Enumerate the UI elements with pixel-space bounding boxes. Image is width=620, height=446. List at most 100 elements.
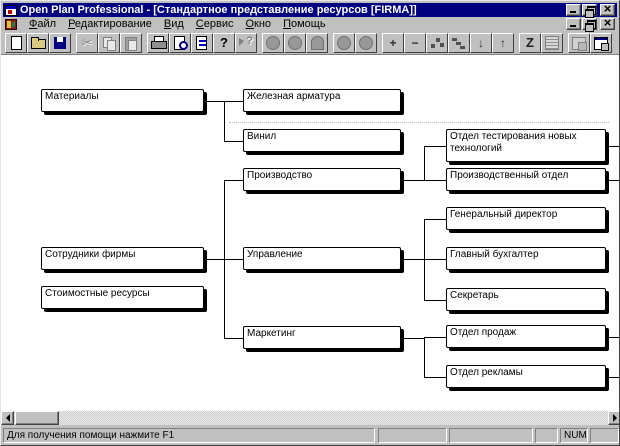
resource-node-production[interactable]: Производство <box>243 168 401 191</box>
connector-line <box>224 101 243 102</box>
resource-node-management[interactable]: Управление <box>243 247 401 270</box>
expand-icon: + <box>389 35 397 50</box>
resource-node-materials[interactable]: Материалы <box>41 89 204 112</box>
child-minimize-button[interactable] <box>566 18 581 30</box>
resource-node-marketing[interactable]: Маркетинг <box>243 326 401 349</box>
connector-trunk <box>424 146 425 181</box>
resource-node-accountant[interactable]: Главный бухгалтер <box>446 247 606 270</box>
toolbar-divider <box>1 54 619 56</box>
connector-line <box>424 337 446 338</box>
print-preview-button[interactable] <box>169 32 191 53</box>
scatter-icon <box>429 36 445 50</box>
zigzag-button[interactable]: Z <box>519 32 541 53</box>
steps-icon <box>451 36 467 50</box>
resource-node-director[interactable]: Генеральный директор <box>446 207 606 230</box>
menu-item-file[interactable]: Файл <box>29 17 57 30</box>
child-close-button[interactable] <box>600 16 615 30</box>
resource-node-iron[interactable]: Железная арматура <box>243 89 401 112</box>
app-icon[interactable] <box>5 4 17 16</box>
notes-button <box>541 32 563 53</box>
cascade-windows-icon <box>593 36 609 51</box>
resource-availability-button <box>284 32 306 53</box>
left-arrow-icon <box>5 414 10 422</box>
diagram-canvas[interactable] <box>1 56 619 411</box>
scrollbar-thumb[interactable] <box>15 411 59 425</box>
save-icon <box>52 36 68 50</box>
resource-node-sales[interactable]: Отдел продаж <box>446 325 606 348</box>
minimize-button[interactable] <box>566 4 581 16</box>
connector-line <box>204 259 225 260</box>
offpage-stub-line <box>609 377 619 378</box>
scatter-button[interactable] <box>426 32 448 53</box>
help-icon: ? <box>220 34 228 50</box>
resource-node-secretary[interactable]: Секретарь <box>446 288 606 311</box>
connector-line <box>424 146 446 147</box>
restore-button[interactable] <box>582 4 597 18</box>
context-help-button <box>235 32 257 53</box>
menu-item-window[interactable]: Окно <box>245 17 272 30</box>
menu-item-help[interactable]: Помощь <box>283 17 326 30</box>
resource-node-cost[interactable]: Стоимостные ресурсы <box>41 286 204 309</box>
status-panel-6 <box>590 428 619 443</box>
connector-line <box>424 259 446 260</box>
menu-item-view[interactable]: Вид <box>163 17 184 30</box>
move-down-icon: ↓ <box>478 35 484 50</box>
window-title: Open Plan Professional - [Стандартное пр… <box>20 4 417 16</box>
status-panel-4 <box>535 428 558 443</box>
resource-node-vinyl[interactable]: Винил <box>243 129 401 152</box>
connector-line <box>224 338 243 339</box>
child-restore-button[interactable] <box>582 18 597 32</box>
copy-icon <box>101 36 117 51</box>
steps-button[interactable] <box>448 32 470 53</box>
cascade-windows-button[interactable] <box>590 32 612 53</box>
resource-node-testing[interactable]: Отдел тестирования новых технологий <box>446 129 606 162</box>
toolbar: ✂?+−↓↑Z <box>3 31 617 54</box>
print-button[interactable] <box>147 32 169 53</box>
connector-trunk <box>424 337 425 378</box>
print-icon <box>150 35 167 50</box>
title-bar: Open Plan Professional - [Стандартное пр… <box>3 2 617 18</box>
paste-button <box>120 32 142 53</box>
move-up-button[interactable]: ↑ <box>492 32 514 53</box>
document-icon[interactable] <box>5 18 17 30</box>
move-down-button[interactable]: ↓ <box>470 32 492 53</box>
resource-node-employees[interactable]: Сотрудники фирмы <box>41 247 204 270</box>
zigzag-icon: Z <box>526 34 534 50</box>
connector-trunk <box>224 101 225 142</box>
update-button[interactable] <box>191 32 213 53</box>
horizontal-scrollbar[interactable] <box>1 411 619 425</box>
expand-button[interactable]: + <box>382 32 404 53</box>
connector-line <box>224 180 243 181</box>
resource-circle-button <box>262 32 284 53</box>
menu-item-service[interactable]: Сервис <box>195 17 234 30</box>
resource-arch-button <box>306 32 328 53</box>
connector-line <box>224 141 243 142</box>
paste-icon <box>123 36 139 51</box>
open-button[interactable] <box>27 32 49 53</box>
copy-button <box>98 32 120 53</box>
num-lock-indicator: NUM <box>560 428 588 443</box>
connector-line <box>424 180 446 181</box>
scroll-left-button[interactable] <box>1 411 14 425</box>
collapse-button[interactable]: − <box>404 32 426 53</box>
help-button[interactable]: ? <box>213 32 235 53</box>
pool-circle-2-button <box>355 32 377 53</box>
update-icon <box>194 35 210 50</box>
save-button[interactable] <box>49 32 71 53</box>
scroll-right-button[interactable] <box>608 411 619 425</box>
connector-line <box>401 180 425 181</box>
connector-line <box>204 101 225 102</box>
status-bar: Для получения помощи нажмите F1 NUM <box>1 428 619 443</box>
menu-item-edit[interactable]: Редактирование <box>68 17 152 30</box>
pool-circle-1-button <box>333 32 355 53</box>
offpage-stub-line <box>609 180 619 181</box>
menu-bar: Файл Редактирование Вид Сервис Окно Помощь <box>3 16 617 32</box>
offpage-stub-line <box>609 146 619 147</box>
close-button[interactable] <box>600 2 615 16</box>
resource-node-proddept[interactable]: Производственный отдел <box>446 168 606 191</box>
status-panel-3 <box>449 428 533 443</box>
resource-node-ads[interactable]: Отдел рекламы <box>446 365 606 388</box>
new-button[interactable] <box>5 32 27 53</box>
right-arrow-icon <box>612 414 617 422</box>
page-break-line <box>229 122 609 123</box>
